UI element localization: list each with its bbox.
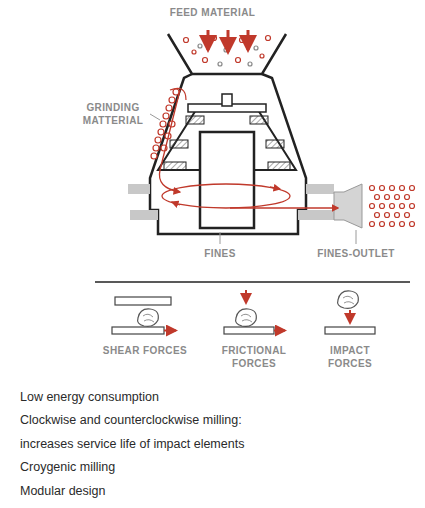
part-name: GRINDING MATTERIAL bbox=[78, 101, 148, 127]
feature-line: Croygenic milling bbox=[20, 459, 420, 475]
feature-line: Modular design bbox=[20, 483, 420, 499]
feature-line: increases service life of impact element… bbox=[20, 436, 420, 452]
feature-line: Low energy consumption bbox=[20, 389, 420, 405]
part-name: FINES-OUTLET bbox=[306, 247, 406, 260]
section-heading: FEED MATERIAL bbox=[150, 6, 275, 19]
force-name: FRICTIONAL FORCES bbox=[212, 344, 296, 370]
feature-line: Clockwise and counterclockwise milling: bbox=[20, 412, 420, 428]
force-name: IMPACT FORCES bbox=[316, 344, 384, 370]
part-name: FINES bbox=[195, 247, 245, 260]
force-name: SHEAR FORCES bbox=[90, 344, 200, 357]
